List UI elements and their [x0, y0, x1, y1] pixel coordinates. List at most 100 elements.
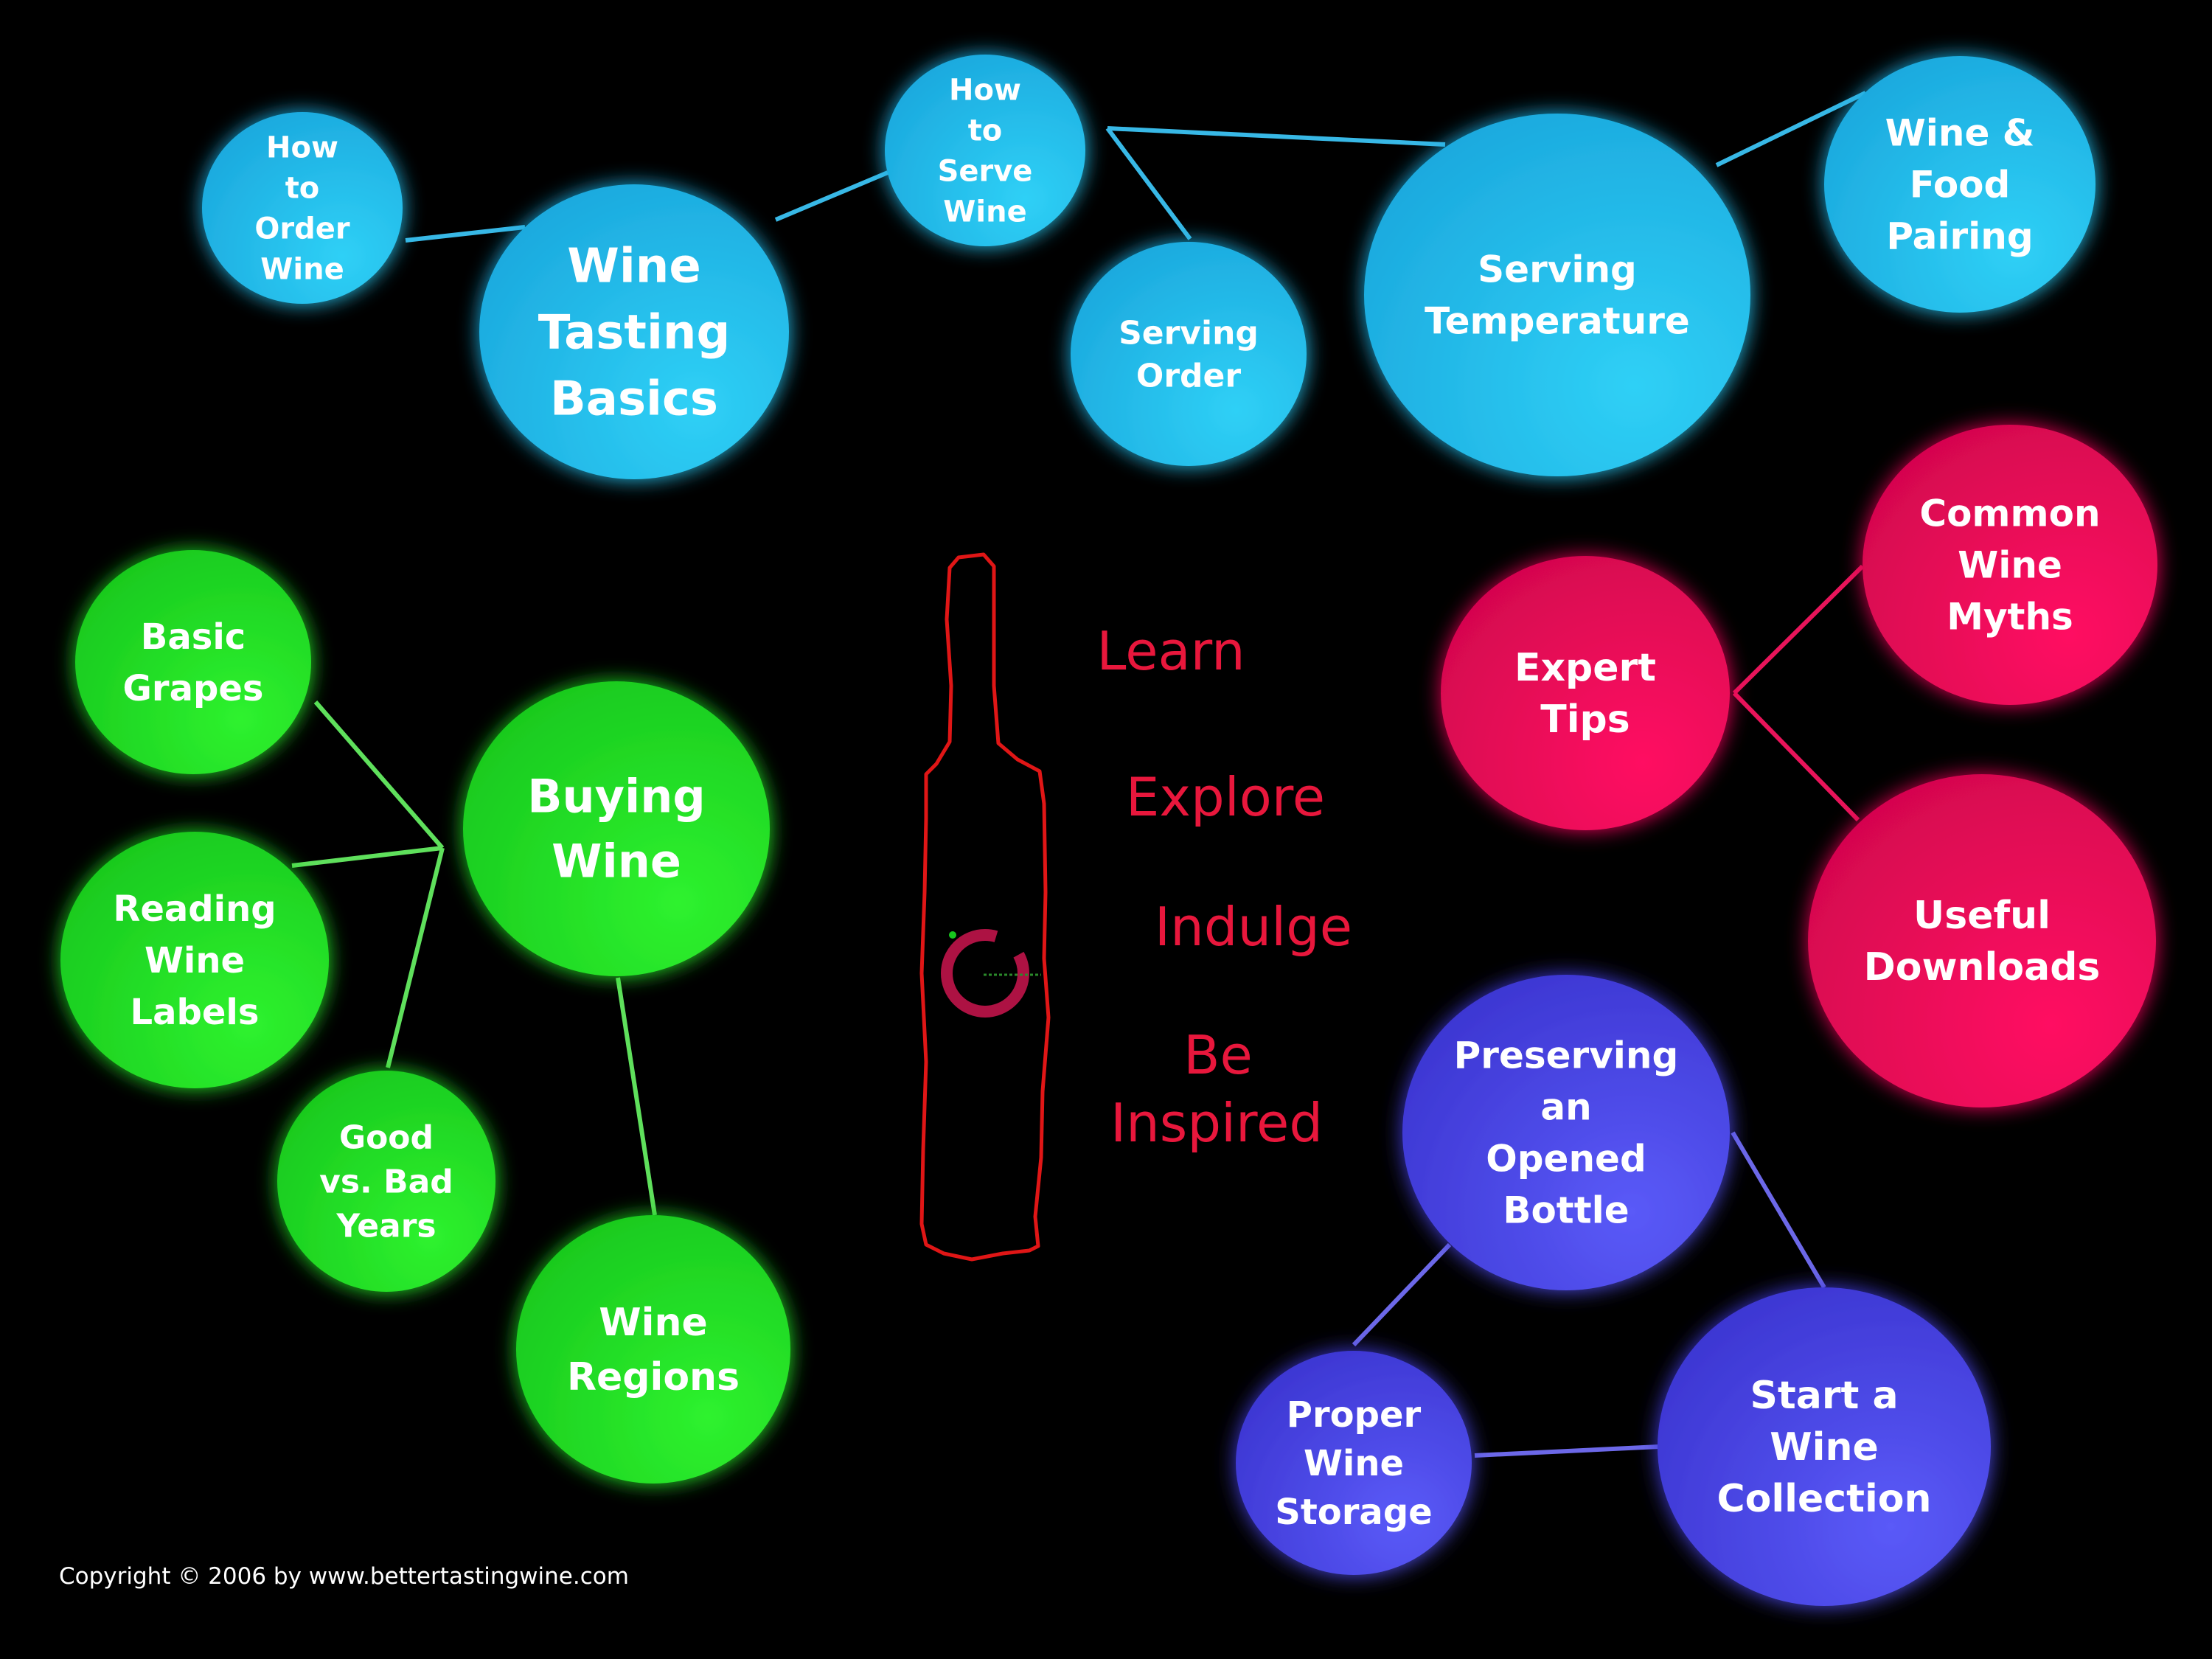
- connector-how-to-serve-wine-to-serving-temperature: [1107, 126, 1446, 147]
- bottle-logo-dot: [949, 931, 956, 939]
- node-preserving-opened-bottle-label-line: an: [1540, 1086, 1591, 1129]
- node-good-vs-bad-years-bubble: [277, 1071, 495, 1292]
- wine-bottle-illustration: [919, 552, 1051, 1262]
- node-common-wine-myths-label-line: Wine: [1958, 544, 2062, 587]
- node-start-wine-collection-label-line: Start a: [1750, 1374, 1898, 1418]
- node-serving-order-label-line: Serving: [1119, 314, 1259, 352]
- node-buying-wine-label-line: Wine: [552, 835, 681, 888]
- connector-expert-tips-to-useful-downloads: [1732, 691, 1860, 822]
- node-serving-order-bubble: [1071, 242, 1307, 466]
- connector-good-vs-bad-years-to-buying-wine: [386, 847, 445, 1068]
- node-proper-wine-storage-label-line: Proper: [1287, 1394, 1422, 1436]
- node-wine-regions-label-line: Wine: [599, 1301, 707, 1345]
- node-wine-food-pairing-label-line: Pairing: [1886, 215, 2033, 258]
- node-proper-wine-storage-label-line: Storage: [1275, 1492, 1432, 1533]
- node-reading-wine-labels-label-line: Reading: [113, 888, 276, 930]
- tagline-be: Be: [1183, 1024, 1253, 1086]
- node-expert-tips-label-line: Expert: [1514, 646, 1656, 690]
- tagline-explore: Explore: [1126, 766, 1325, 828]
- node-how-to-serve-wine-label-line: to: [968, 114, 1003, 148]
- topic-nodes: WineTastingBasicsHowtoOrderWineHowtoServ…: [60, 55, 2157, 1606]
- node-expert-tips-bubble: [1441, 556, 1730, 830]
- node-useful-downloads-label-line: Downloads: [1864, 945, 2101, 990]
- node-wine-tasting-basics-label-line: Tasting: [538, 305, 731, 360]
- tagline-inspired: Inspired: [1110, 1092, 1323, 1154]
- connector-preserving-opened-bottle-to-start-wine-collection: [1731, 1131, 1826, 1289]
- connector-buying-wine-to-wine-regions: [616, 977, 657, 1216]
- node-preserving-opened-bottle-bubble: [1402, 975, 1730, 1290]
- node-basic-grapes-bubble: [75, 550, 311, 774]
- node-how-to-order-wine-label-line: to: [285, 172, 320, 206]
- node-how-to-serve-wine-bubble: [885, 55, 1085, 246]
- node-start-wine-collection-label-line: Collection: [1717, 1477, 1931, 1521]
- node-buying-wine-bubble: [463, 681, 770, 976]
- node-common-wine-myths-label-line: Myths: [1947, 596, 2073, 639]
- node-wine-food-pairing-bubble: [1824, 56, 2096, 313]
- node-how-to-serve-wine-label-line: Wine: [943, 195, 1026, 229]
- bottle-logo-ring: [941, 929, 1029, 1018]
- node-wine-tasting-basics-bubble: [479, 184, 789, 479]
- node-wine-tasting-basics-label-line: Basics: [550, 372, 718, 426]
- copyright-notice: Copyright © 2006 by www.bettertastingwin…: [59, 1563, 629, 1590]
- node-basic-grapes-label-line: Grapes: [123, 668, 264, 709]
- node-how-to-serve-wine-label-line: Serve: [938, 155, 1033, 189]
- node-serving-temperature-label-line: Serving: [1478, 248, 1637, 291]
- node-good-vs-bad-years-label-line: Good: [339, 1119, 434, 1156]
- connector-how-to-serve-wine-to-serving-order: [1105, 127, 1192, 240]
- node-serving-temperature-bubble: [1364, 114, 1750, 476]
- tagline-learn: Learn: [1096, 620, 1245, 682]
- connector-basic-grapes-to-buying-wine: [313, 700, 445, 849]
- bottle-outline: [919, 552, 1051, 1262]
- connector-lines: [291, 91, 1867, 1458]
- node-common-wine-myths-label-line: Common: [1919, 493, 2100, 535]
- connector-serving-temperature-to-wine-food-pairing: [1715, 91, 1867, 167]
- connector-how-to-order-wine-to-wine-tasting-basics: [405, 225, 526, 243]
- node-start-wine-collection-bubble: [1658, 1287, 1991, 1606]
- node-expert-tips-label-line: Tips: [1540, 698, 1630, 742]
- node-common-wine-myths-bubble: [1863, 425, 2157, 705]
- node-wine-tasting-basics-label-line: Wine: [567, 239, 701, 293]
- connector-reading-wine-labels-to-buying-wine: [291, 846, 443, 868]
- node-good-vs-bad-years-label-line: Years: [335, 1207, 436, 1245]
- node-serving-temperature-label-line: Temperature: [1425, 300, 1690, 343]
- node-wine-regions-bubble: [516, 1215, 790, 1484]
- node-how-to-order-wine-label-line: Order: [254, 212, 349, 246]
- node-useful-downloads-bubble: [1808, 774, 2156, 1107]
- node-preserving-opened-bottle-label-line: Opened: [1486, 1138, 1646, 1180]
- node-how-to-order-wine-label-line: How: [266, 131, 338, 165]
- node-proper-wine-storage-label-line: Wine: [1304, 1443, 1404, 1484]
- node-basic-grapes-label-line: Basic: [141, 616, 246, 658]
- connector-expert-tips-to-common-wine-myths: [1732, 564, 1865, 695]
- node-preserving-opened-bottle-label-line: Bottle: [1503, 1189, 1629, 1232]
- node-how-to-serve-wine-label-line: How: [949, 74, 1021, 108]
- node-wine-food-pairing-label-line: Food: [1910, 164, 2011, 206]
- node-reading-wine-labels-bubble: [60, 832, 329, 1088]
- node-wine-regions-label-line: Regions: [567, 1355, 740, 1399]
- node-good-vs-bad-years-label-line: vs. Bad: [319, 1163, 453, 1200]
- node-serving-order-label-line: Order: [1136, 357, 1241, 394]
- node-how-to-order-wine-bubble: [202, 112, 403, 304]
- node-reading-wine-labels-label-line: Wine: [145, 940, 245, 981]
- node-start-wine-collection-label-line: Wine: [1770, 1425, 1878, 1470]
- connector-preserving-opened-bottle-to-proper-wine-storage: [1352, 1242, 1452, 1347]
- node-proper-wine-storage-bubble: [1236, 1351, 1472, 1575]
- node-useful-downloads-label-line: Useful: [1913, 894, 2051, 938]
